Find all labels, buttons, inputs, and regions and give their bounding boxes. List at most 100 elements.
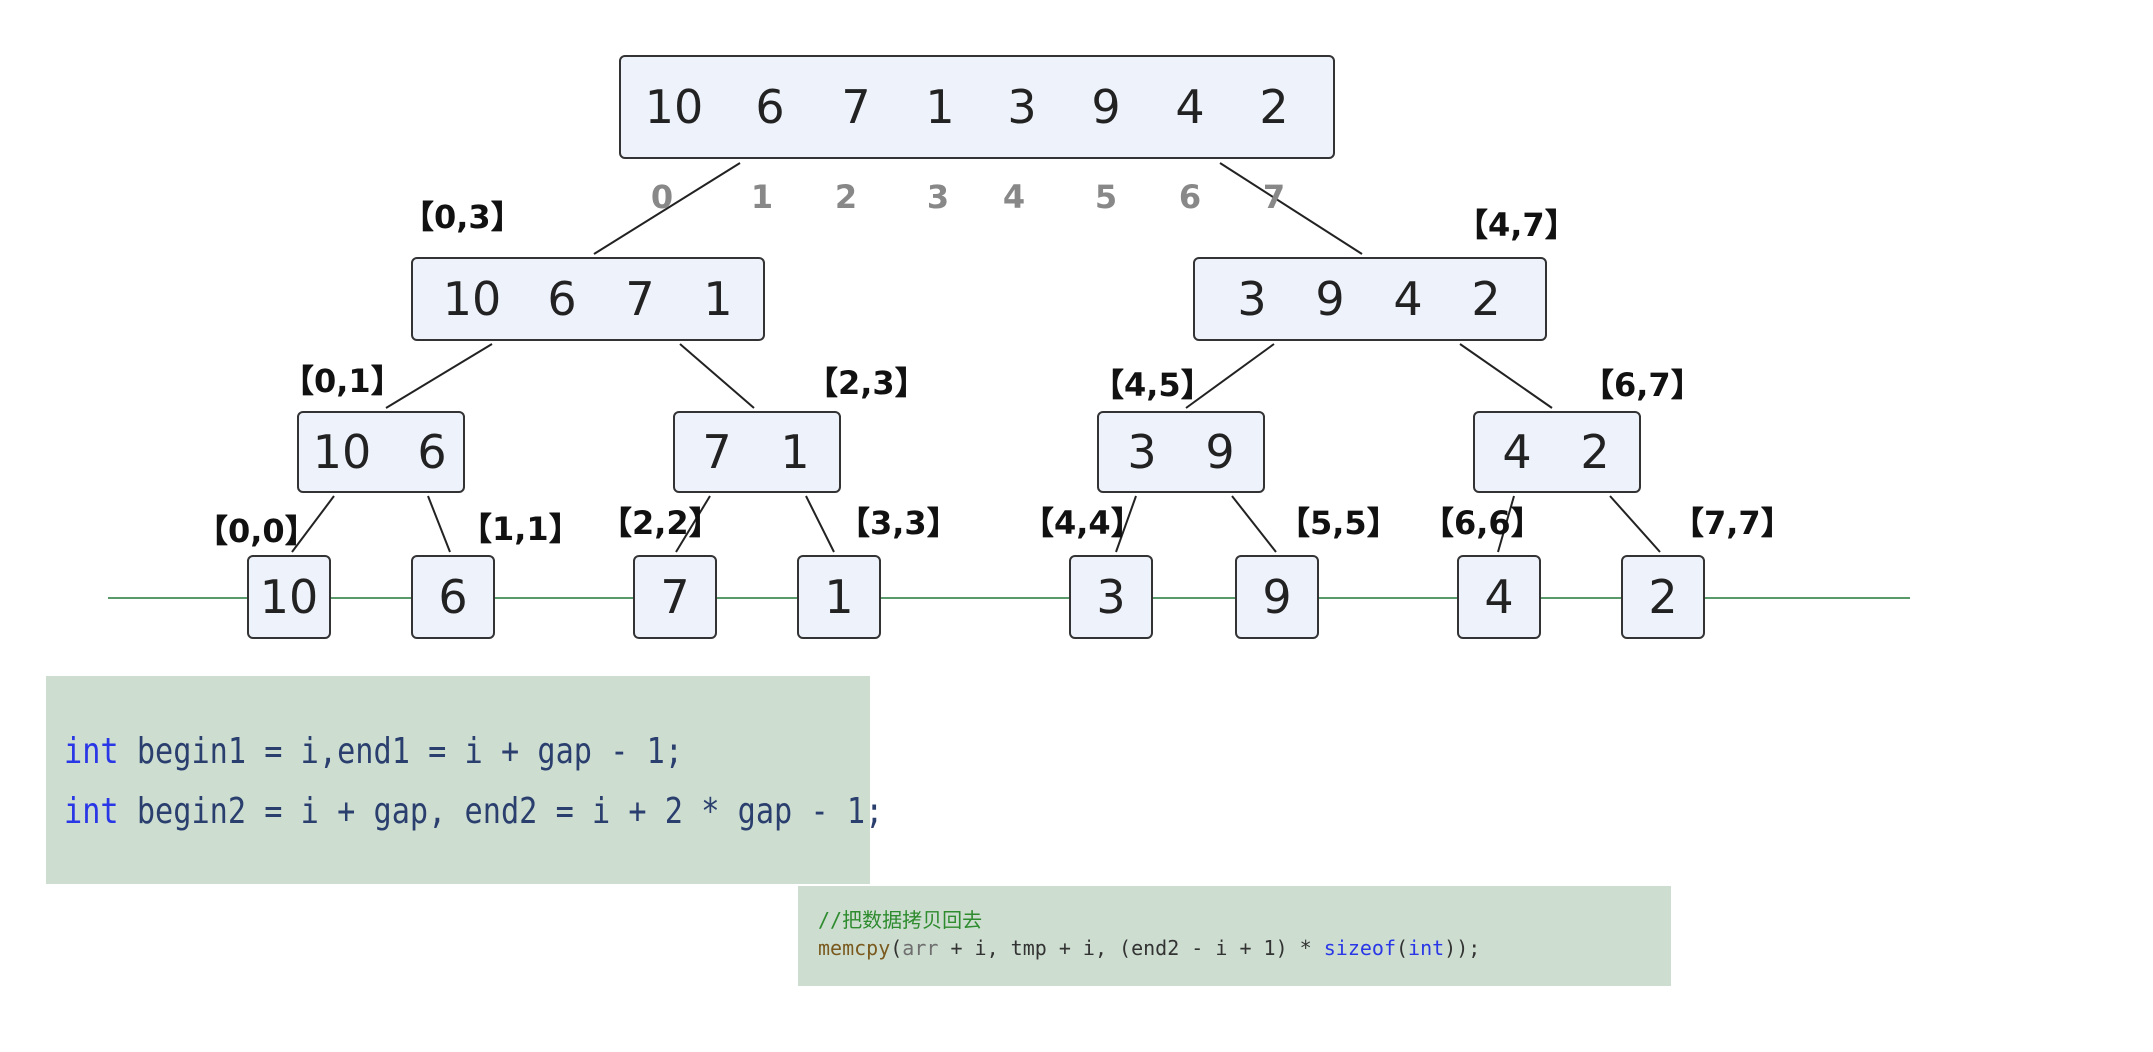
node-value: 6 <box>438 570 467 624</box>
tree-edge <box>679 343 755 409</box>
index-label: 6 <box>1179 178 1201 216</box>
tree-edges <box>291 162 1661 553</box>
node-box <box>411 555 495 639</box>
range-label: 【6,7】 <box>1582 366 1703 404</box>
range-label: 【5,5】 <box>1278 504 1399 542</box>
node-value: 6 <box>547 272 576 326</box>
node-box <box>797 555 881 639</box>
range-label: 【4,7】 <box>1456 206 1577 244</box>
code-block-memcpy: //把数据拷贝回去 memcpy(arr + i, tmp + i, (end2… <box>798 886 1671 986</box>
code-comment: //把数据拷贝回去 <box>818 908 983 932</box>
index-label: 7 <box>1263 178 1285 216</box>
node-value: 9 <box>1205 425 1234 479</box>
array-node: 2 <box>1621 555 1705 639</box>
node-value: 9 <box>1262 570 1291 624</box>
node-value: 3 <box>1237 272 1266 326</box>
node-value: 2 <box>1259 80 1288 134</box>
code-token: begin1 = i,end1 = i + gap - 1; <box>118 731 684 772</box>
range-labels: 【0,3】【4,7】【0,1】【2,3】【4,5】【6,7】【0,0】【1,1】… <box>196 198 1793 550</box>
code-token: ( <box>890 936 903 960</box>
node-box <box>619 55 1335 159</box>
node-value: 4 <box>1484 570 1513 624</box>
code-token: int <box>1408 936 1445 960</box>
array-node: 4 <box>1457 555 1541 639</box>
node-box <box>247 555 331 639</box>
index-label: 0 <box>651 178 673 216</box>
tree-edge <box>1609 495 1661 553</box>
code-line-1: int begin1 = i,end1 = i + gap - 1; <box>64 722 741 782</box>
index-label: 5 <box>1095 178 1117 216</box>
range-label: 【1,1】 <box>460 510 581 548</box>
node-value: 10 <box>313 425 372 479</box>
node-value: 1 <box>780 425 809 479</box>
node-box <box>1097 411 1265 493</box>
node-value: 2 <box>1580 425 1609 479</box>
code-token: + i, tmp + i, (end2 - i + 1) * <box>938 936 1324 960</box>
node-box <box>633 555 717 639</box>
node-value: 3 <box>1096 570 1125 624</box>
node-value: 6 <box>417 425 446 479</box>
array-node: 7 <box>633 555 717 639</box>
node-value: 7 <box>841 80 870 134</box>
index-label: 2 <box>835 178 857 216</box>
array-node: 3 <box>1069 555 1153 639</box>
node-box <box>1193 257 1547 341</box>
node-value: 4 <box>1502 425 1531 479</box>
range-label: 【4,4】 <box>1022 504 1143 542</box>
range-label: 【2,2】 <box>600 504 721 542</box>
array-node: 10 6 <box>297 411 465 493</box>
index-label: 4 <box>1003 178 1025 216</box>
range-label: 【6,6】 <box>1422 504 1543 542</box>
node-box <box>411 257 765 341</box>
node-value: 3 <box>1007 80 1036 134</box>
node-value: 2 <box>1471 272 1500 326</box>
range-label: 【4,5】 <box>1092 366 1213 404</box>
node-value: 10 <box>645 80 704 134</box>
tree-edge <box>1231 495 1277 553</box>
node-value: 1 <box>925 80 954 134</box>
array-node: 6 <box>411 555 495 639</box>
node-value: 4 <box>1175 80 1204 134</box>
code-token: int <box>64 731 119 772</box>
tree-edge <box>1219 162 1363 255</box>
range-label: 【2,3】 <box>806 364 927 402</box>
node-value: 10 <box>260 570 319 624</box>
node-value: 7 <box>625 272 654 326</box>
tree-edge <box>1459 343 1553 409</box>
code-token: int <box>64 791 119 832</box>
code-token: memcpy <box>818 936 891 960</box>
array-node: 1 <box>797 555 881 639</box>
tree-edge <box>1185 343 1275 409</box>
node-value: 4 <box>1393 272 1422 326</box>
memcpy-line: memcpy(arr + i, tmp + i, (end2 - i + 1) … <box>818 934 1671 962</box>
node-value: 9 <box>1091 80 1120 134</box>
node-value: 9 <box>1315 272 1344 326</box>
node-box <box>1235 555 1319 639</box>
range-label: 【0,3】 <box>402 198 523 236</box>
array-node: 9 <box>1235 555 1319 639</box>
tree-edge <box>593 162 741 255</box>
node-value: 2 <box>1648 570 1677 624</box>
node-value: 7 <box>660 570 689 624</box>
tree-edge <box>675 495 711 553</box>
range-label: 【3,3】 <box>838 504 959 542</box>
index-label: 3 <box>927 178 949 216</box>
node-value: 3 <box>1127 425 1156 479</box>
node-box <box>1473 411 1641 493</box>
tree-edge <box>1497 495 1515 553</box>
range-label: 【0,0】 <box>196 512 317 550</box>
array-node: 10 <box>247 555 331 639</box>
tree-edge <box>427 495 451 553</box>
node-value: 1 <box>824 570 853 624</box>
range-label: 【7,7】 <box>1672 504 1793 542</box>
node-value: 7 <box>702 425 731 479</box>
code-line-2: int begin2 = i + gap, end2 = i + 2 * gap… <box>64 782 883 842</box>
node-value: 6 <box>755 80 784 134</box>
